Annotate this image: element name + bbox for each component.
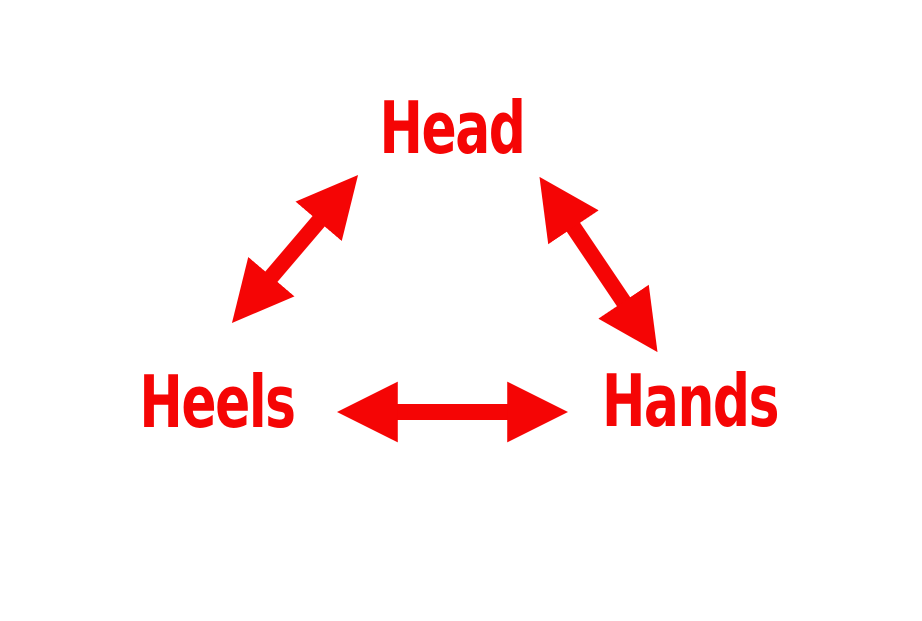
node-label-head: Head (379, 86, 526, 171)
node-label-heels: Heels (139, 360, 296, 445)
node-label-hands: Hands (601, 359, 779, 444)
arrow-heels-head (231, 175, 359, 323)
arrow-head-hands (539, 176, 658, 353)
